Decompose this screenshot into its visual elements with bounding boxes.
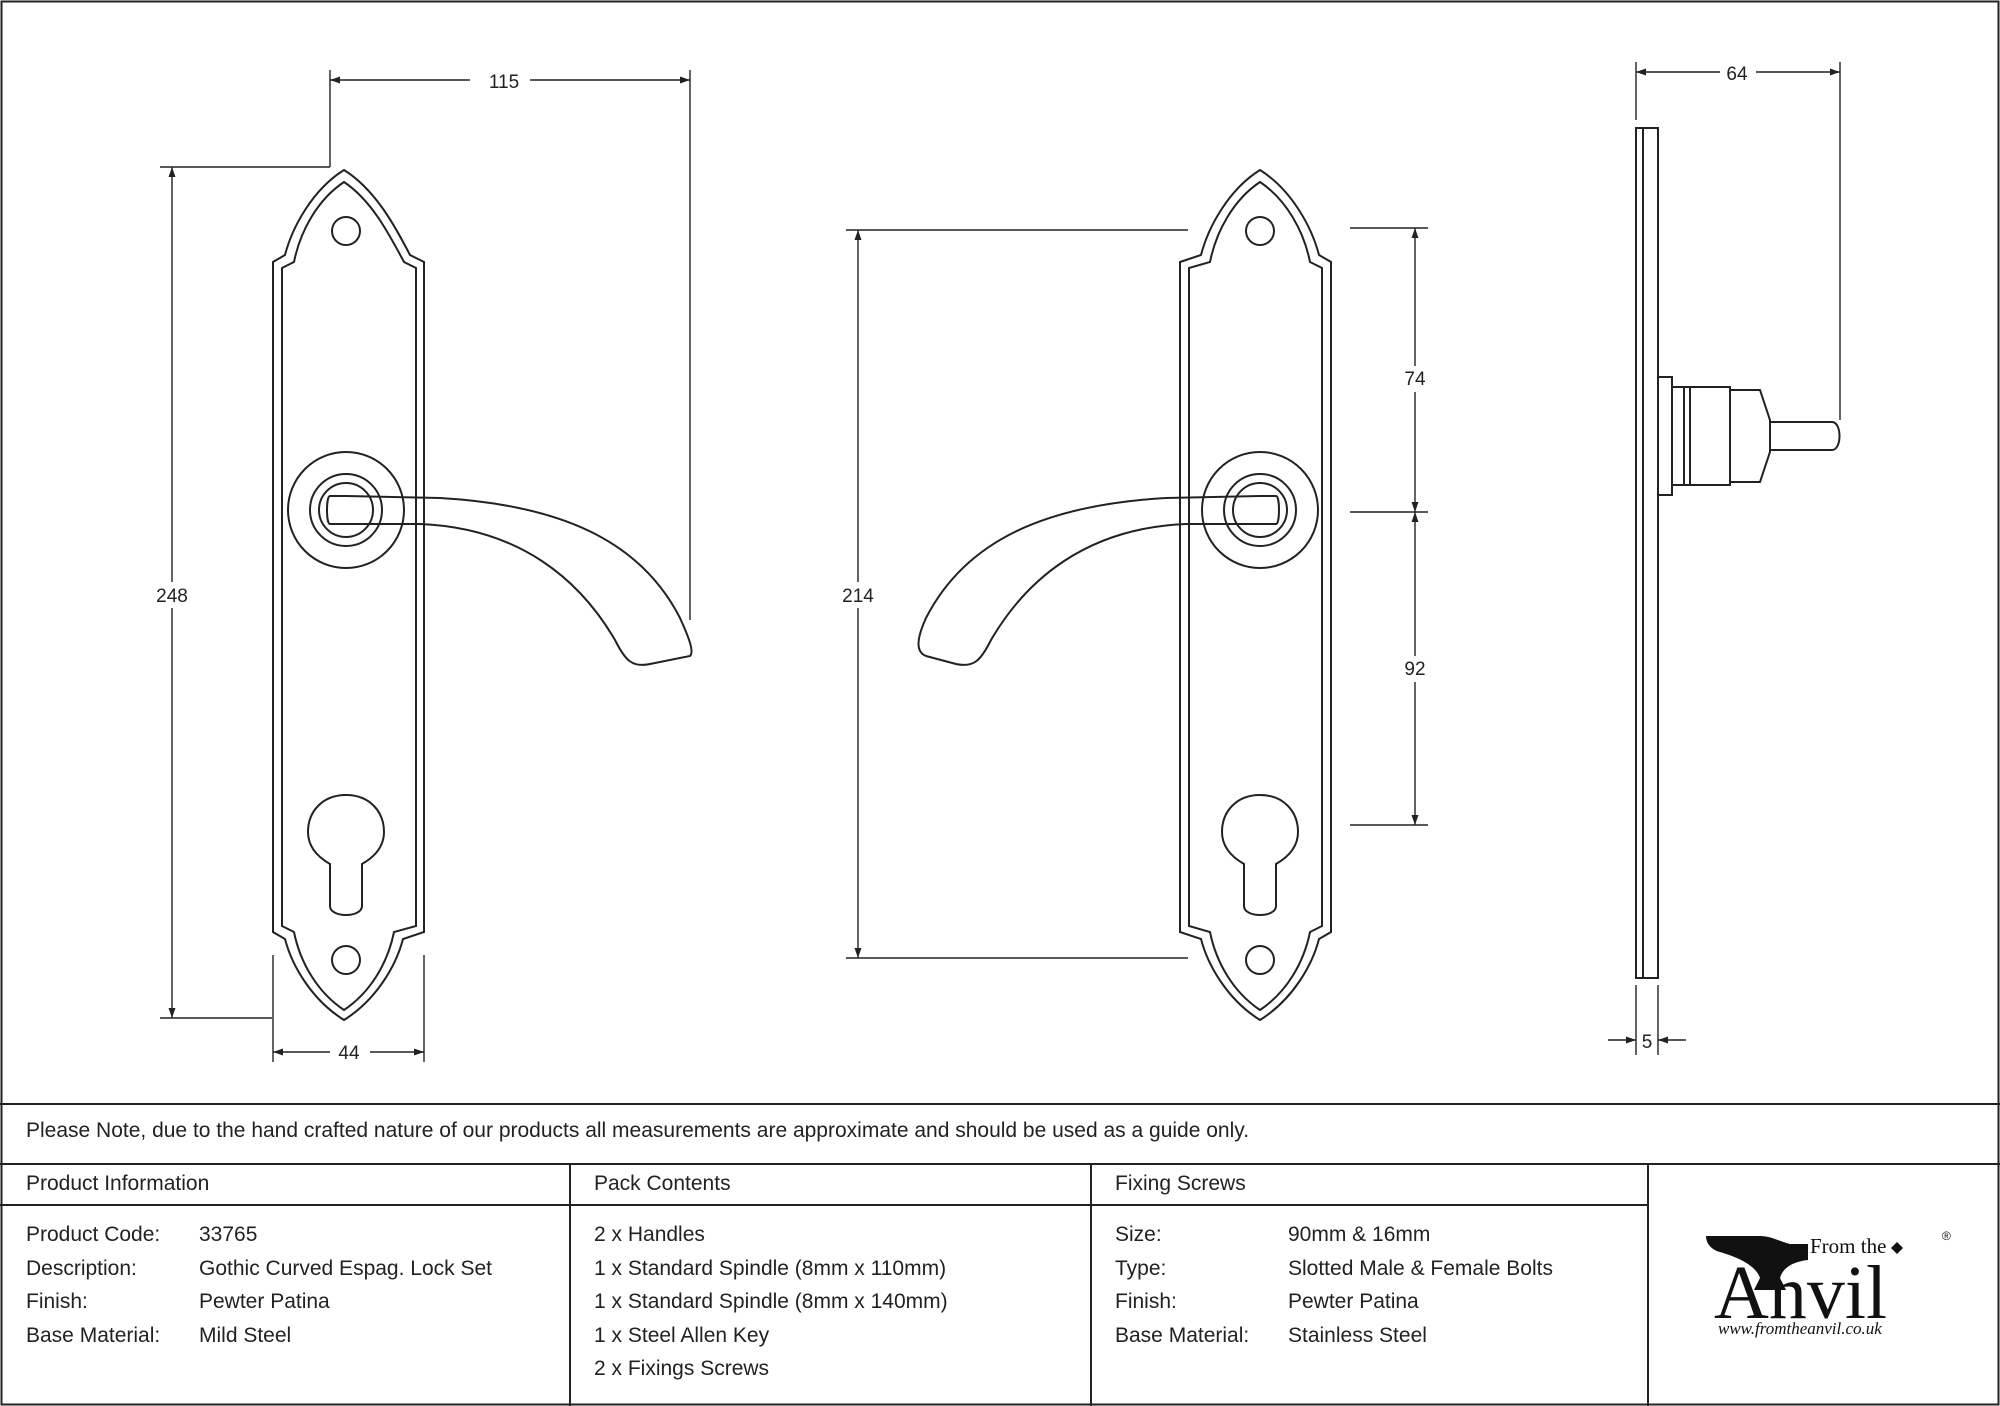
- fixing-screws-header: Fixing Screws: [1115, 1172, 1246, 1195]
- size-label: Size:: [1115, 1223, 1162, 1246]
- logo-anvil: Anvil: [1714, 1251, 1887, 1335]
- front-backplate-inner: [281, 180, 417, 1012]
- pack-item: 1 x Standard Spindle (8mm x 140mm): [594, 1290, 948, 1313]
- side-neck: [1671, 386, 1731, 486]
- product-info-values: 33765 Gothic Curved Espag. Lock Set Pewt…: [199, 1218, 492, 1352]
- back-screw-hole-top: [1245, 216, 1275, 246]
- fixing-screws-labels: Size: Type: Finish: Base Material:: [1115, 1218, 1249, 1352]
- back-backplate-outer: [1179, 168, 1332, 1022]
- anvil-icon: [1706, 1236, 1808, 1290]
- dimension-248-label: 248: [156, 586, 188, 607]
- product-code-value: 33765: [199, 1223, 258, 1246]
- side-spindle: [1769, 421, 1841, 451]
- description-label: Description:: [26, 1256, 137, 1280]
- side-rose: [1657, 376, 1673, 496]
- pack-item: 1 x Standard Spindle (8mm x 110mm): [594, 1256, 947, 1280]
- dimension-214-label: 214: [842, 586, 874, 607]
- dimension-115-label: 115: [489, 72, 519, 93]
- dimension-5-label: 5: [1642, 1032, 1653, 1053]
- base-material-label: Base Material:: [26, 1323, 161, 1347]
- finish-label: Finish:: [26, 1290, 88, 1313]
- front-screw-hole-top: [331, 216, 361, 246]
- screw-finish-label: Finish:: [1115, 1290, 1177, 1313]
- pack-item: 2 x Fixings Screws: [594, 1357, 770, 1380]
- product-info-labels: Product Code: Description: Finish: Base …: [26, 1218, 160, 1352]
- front-lever-handle: [326, 495, 693, 666]
- back-rose-inner: [1232, 482, 1288, 538]
- description-value: Gothic Curved Espag. Lock Set: [199, 1256, 492, 1280]
- pack-item: 2 x Handles: [594, 1223, 705, 1246]
- size-value: 90mm & 16mm: [1288, 1223, 1431, 1246]
- pack-contents-list: 2 x Handles 1 x Standard Spindle (8mm x …: [594, 1218, 948, 1386]
- dimension-44-label: 44: [338, 1043, 360, 1064]
- back-screw-hole-bottom: [1245, 945, 1275, 975]
- product-code-label: Product Code:: [26, 1223, 161, 1246]
- front-screw-hole-bottom: [331, 945, 361, 975]
- type-value: Slotted Male & Female Bolts: [1288, 1256, 1553, 1280]
- dimension-64-label: 64: [1726, 64, 1748, 85]
- screw-base-material-value: Stainless Steel: [1288, 1323, 1427, 1347]
- front-backplate-outer: [272, 168, 425, 1022]
- from-the-anvil-logo: From the Anvil ® www.fromtheanvil.co.uk: [1706, 1229, 1951, 1338]
- front-view: [272, 168, 693, 1022]
- side-dimension-lines: [1608, 62, 1841, 1055]
- side-collar: [1729, 389, 1771, 483]
- side-backplate: [1635, 127, 1659, 979]
- front-rose-mid: [309, 473, 383, 547]
- back-dimension-lines: [846, 227, 1428, 959]
- fixing-screws-values: 90mm & 16mm Slotted Male & Female Bolts …: [1288, 1218, 1553, 1352]
- front-rose-outer: [287, 451, 405, 569]
- back-backplate-inner: [1188, 180, 1323, 1012]
- dimension-92-label: 92: [1404, 659, 1425, 680]
- diamond-icon: [1891, 1242, 1903, 1254]
- front-keyhole: [306, 793, 386, 916]
- back-view: [917, 168, 1332, 1022]
- front-rose-inner: [318, 482, 374, 538]
- back-lever-handle: [917, 495, 1280, 666]
- side-view: [1635, 127, 1841, 979]
- screw-base-material-label: Base Material:: [1115, 1323, 1250, 1347]
- logo-registered: ®: [1942, 1229, 1951, 1243]
- type-label: Type:: [1115, 1256, 1167, 1280]
- screw-finish-value: Pewter Patina: [1288, 1290, 1419, 1313]
- info-table-lines: [0, 1103, 2000, 1406]
- back-rose-outer: [1201, 451, 1319, 569]
- back-keyhole: [1220, 793, 1300, 916]
- pack-item: 1 x Steel Allen Key: [594, 1323, 770, 1347]
- back-rose-mid: [1223, 473, 1297, 547]
- dimension-74-label: 74: [1404, 369, 1426, 390]
- product-info-header: Product Information: [26, 1172, 210, 1195]
- logo-url: www.fromtheanvil.co.uk: [1718, 1319, 1882, 1338]
- pack-contents-header: Pack Contents: [594, 1172, 731, 1195]
- measurement-note: Please Note, due to the hand crafted nat…: [26, 1119, 1250, 1142]
- finish-value: Pewter Patina: [199, 1290, 330, 1313]
- base-material-value: Mild Steel: [199, 1323, 292, 1347]
- logo-from-the: From the: [1810, 1234, 1886, 1258]
